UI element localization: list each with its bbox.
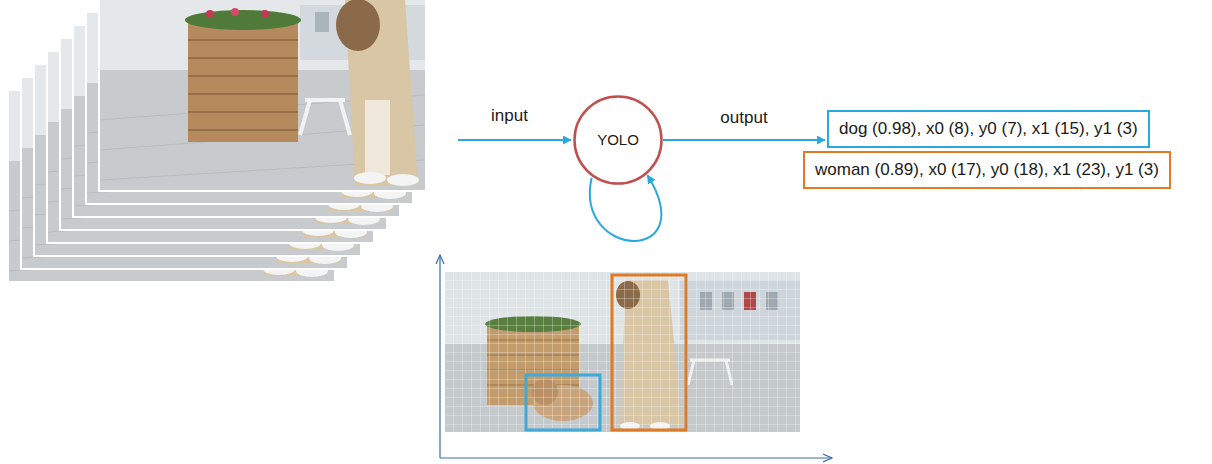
detection-text: woman (0.89), x0 (17), y0 (18), x1 (23),…: [815, 159, 1159, 181]
flow-label: input: [488, 106, 531, 126]
flow-arrow: [663, 139, 825, 141]
detection-box: woman (0.89), x0 (17), y0 (18), x1 (23),…: [803, 151, 1171, 189]
frame-stack: [7, 0, 427, 283]
flow-label: output: [717, 108, 770, 128]
loop-arrow: [590, 175, 661, 241]
detection-box: dog (0.98), x0 (8), y0 (7), x1 (15), y1 …: [827, 110, 1150, 148]
input-arrow: [458, 139, 571, 141]
detection-text: dog (0.98), x0 (8), y0 (7), x1 (15), y1 …: [839, 118, 1138, 140]
model-name: YOLO: [573, 95, 663, 185]
model-circle: YOLO: [573, 95, 663, 185]
y-axis: [439, 255, 440, 458]
detection-image: [445, 272, 800, 432]
x-axis: [440, 457, 832, 458]
